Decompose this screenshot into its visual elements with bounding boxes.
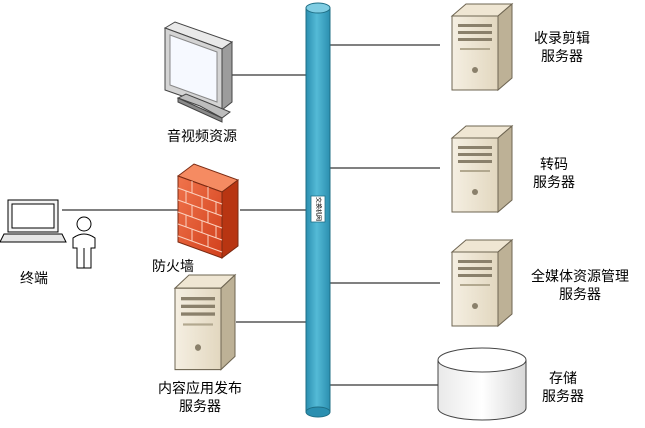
av-resources-label: 音视频资源 [167,129,237,145]
monitor-icon [163,21,234,123]
firewall-label: 防火墙 [152,259,194,275]
media-mgmt-server-label: 全媒体资源管理 服务器 [520,268,640,304]
transcode-server-label-line2: 服务器 [533,175,575,191]
transcode-server-label: 转码 服务器 [522,156,586,192]
storage-server-label: 存储 服务器 [528,370,598,406]
backbone-label: 交换机网 [315,197,323,221]
network-backbone: 交换机网 [305,2,331,418]
storage-cylinder-icon [437,347,527,421]
transcode-server-label-line1: 转码 [540,157,568,173]
content-server-icon [174,274,236,371]
storage-server-label-line2: 服务器 [542,389,584,405]
ingest-server-label-line2: 服务器 [541,49,583,65]
content-server-label-line1: 内容应用发布 [158,381,242,397]
media-mgmt-server-label-line1: 全媒体资源管理 [531,269,629,285]
connector-lines [62,44,440,386]
content-server-label-line2: 服务器 [179,399,221,415]
transcode-server-icon [451,125,513,213]
laptop-user-icon [0,199,96,269]
content-server-label: 内容应用发布 服务器 [146,380,254,416]
storage-server-label-line1: 存储 [549,371,577,387]
ingest-server-label: 收录剪辑 服务器 [522,30,602,66]
ingest-server-label-line1: 收录剪辑 [534,31,590,47]
terminal-label: 终端 [20,271,48,287]
media-mgmt-server-label-line2: 服务器 [559,287,601,303]
brick-firewall-icon [176,163,240,259]
ingest-server-icon [451,3,513,91]
media-mgmt-server-icon [451,239,513,327]
